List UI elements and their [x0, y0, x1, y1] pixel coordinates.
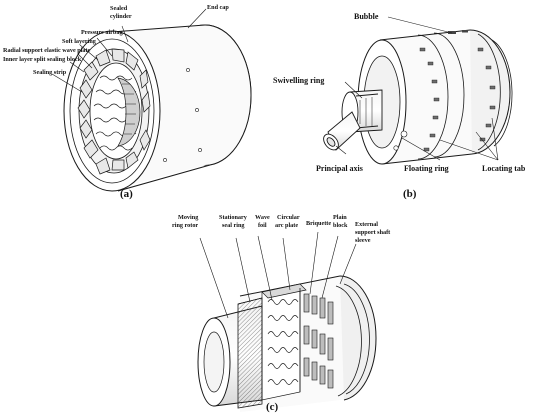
- panel-c: Moving ring rotor Stationary seal ring W…: [172, 214, 391, 412]
- wave-foil: [267, 299, 299, 385]
- label-swivelling-ring: Swivelling ring: [273, 76, 324, 85]
- label-moving-ring-rotor-line1: Moving: [178, 214, 199, 221]
- ring-bands: [417, 32, 513, 160]
- label-stationary-seal-ring-line1: Stationary: [219, 214, 248, 221]
- label-circular-arc-plate-line1: Circular: [277, 214, 300, 221]
- caption-c: (c): [266, 401, 279, 413]
- ring-slots: [419, 47, 496, 152]
- label-pressure-airbag: Pressure airbag: [81, 29, 123, 36]
- label-plain-block-line1: Plain: [333, 214, 347, 221]
- label-soft-layering: Soft layering: [62, 38, 97, 45]
- panel-a-leaders: [51, 8, 207, 93]
- label-bubble: Bubble: [354, 12, 379, 21]
- floating-ring-holes: [393, 130, 408, 151]
- label-external-support-line1: External: [355, 221, 378, 228]
- label-inner-layer: Inner layer split sealing block: [3, 56, 82, 63]
- label-stationary-seal-ring-line2: seal ring: [222, 222, 245, 229]
- label-external-support-line3: sleeve: [355, 237, 371, 244]
- label-sealed-cylinder-line1: Sealed: [110, 5, 128, 12]
- label-wave-foil-line2: foil: [258, 222, 267, 229]
- plain-blocks: [303, 293, 334, 389]
- bubble-marks: [448, 30, 468, 34]
- label-locating-tab: Locating tab: [482, 164, 526, 173]
- label-sealing-strip: Sealing strip: [33, 69, 67, 76]
- label-floating-ring: Floating ring: [404, 164, 449, 173]
- airbag-core: [117, 77, 141, 147]
- panel-a: End cap Sealed cylinder Pressure airbag …: [3, 4, 252, 192]
- label-end-cap: End cap: [207, 4, 229, 11]
- label-sealed-cylinder-line2: cylinder: [110, 13, 132, 20]
- label-wave-foil-line1: Wave: [255, 214, 270, 221]
- label-principal-axis: Principal axis: [316, 164, 363, 173]
- split-sealing-blocks: [77, 48, 151, 175]
- caption-a: (a): [120, 188, 133, 200]
- label-circular-arc-plate-line2: arc plate: [275, 222, 298, 229]
- stationary-seal-ring-drawing: [237, 297, 263, 409]
- label-radial-support: Radial support elastic wave plate: [3, 47, 91, 54]
- label-plain-block-line2: block: [333, 222, 348, 229]
- label-moving-ring-rotor-line2: ring rotor: [172, 222, 198, 229]
- panel-b-leaders: [335, 16, 499, 161]
- circular-arc-plates: [299, 283, 370, 397]
- caption-b: (b): [403, 188, 417, 200]
- principal-axis-drawing: [323, 111, 361, 151]
- label-briquette: Briquette: [306, 220, 331, 227]
- label-external-support-line2: support shaft: [355, 229, 391, 236]
- panel-b: Bubble Swivelling ring Principal axis Fl…: [273, 12, 526, 173]
- panel-c-leaders: [199, 231, 357, 319]
